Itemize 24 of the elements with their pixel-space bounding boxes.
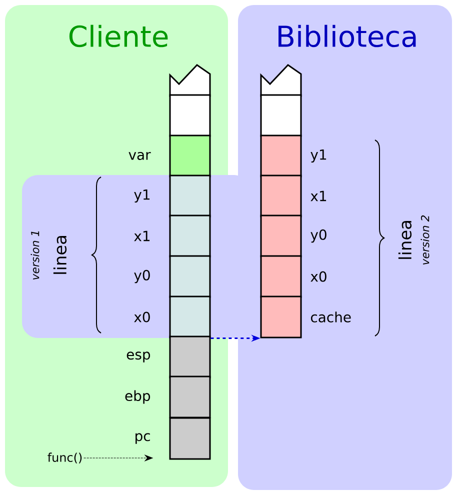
panel-title: Cliente (69, 24, 168, 48)
cell-label: x1 (310, 190, 326, 202)
cell-label: x1 (134, 230, 150, 242)
cell-label: cache (310, 312, 351, 322)
brace-label: linea (53, 236, 67, 274)
version-label: version 2 (420, 215, 430, 265)
cell-label: pc (136, 433, 150, 444)
memory-cell (169, 94, 211, 137)
stack-top (169, 64, 211, 97)
cell-label: var (128, 152, 151, 160)
version-label: version 1 (30, 231, 40, 280)
brace-label: linea (398, 221, 412, 259)
cell-label: y0 (134, 270, 150, 284)
cell-label: x0 (134, 312, 150, 322)
cell-label: y1 (134, 189, 150, 203)
cell-label: y0 (310, 229, 326, 243)
cell-label: x0 (310, 271, 326, 282)
function-label: func() (48, 452, 82, 464)
cell-label: y1 (310, 149, 326, 163)
cell-label: ebp (125, 390, 150, 404)
memory-cell (260, 94, 302, 137)
cell-label: esp (126, 352, 150, 362)
panel-title: Biblioteca (278, 24, 416, 48)
stack-top (260, 64, 302, 97)
